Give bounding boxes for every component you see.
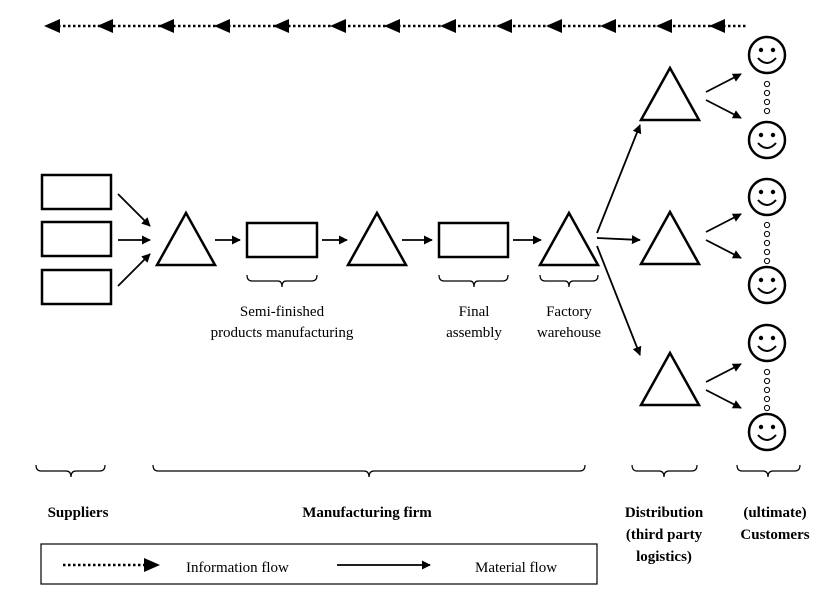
smiley-icon xyxy=(747,323,787,363)
supplier-box xyxy=(40,220,113,258)
legend-information-flow-label: Information flow xyxy=(186,560,289,576)
semi-finished-label: products manufacturing xyxy=(211,325,354,341)
legend-box xyxy=(40,543,598,585)
distribution-triangle xyxy=(638,65,702,122)
warehouse-triangle xyxy=(154,210,218,267)
legend-information-flow-arrowhead xyxy=(144,558,160,572)
manufacturing-firm-label: Manufacturing firm xyxy=(302,505,432,521)
info-arrowhead xyxy=(44,19,60,33)
final-assembly-box xyxy=(437,221,510,259)
smiley-icon xyxy=(747,35,787,75)
information-flow-line xyxy=(44,19,748,33)
factory-warehouse-triangle xyxy=(537,210,601,267)
customer-smiley-icons xyxy=(747,35,787,452)
info-arrowhead xyxy=(214,19,230,33)
warehouse-triangle xyxy=(345,210,409,267)
supplier-box xyxy=(40,173,113,211)
stage-braces xyxy=(246,274,599,288)
distribution-triangle xyxy=(638,350,702,407)
info-arrowhead xyxy=(158,19,174,33)
semi-finished-label: Semi-finished xyxy=(240,304,325,320)
info-arrowhead xyxy=(600,19,616,33)
info-arrowhead xyxy=(440,19,456,33)
distribution-label: logistics) xyxy=(636,549,692,565)
info-arrowhead xyxy=(656,19,672,33)
final-assembly-label: Final xyxy=(459,304,490,320)
customers-label: (ultimate) xyxy=(743,505,806,521)
info-arrowhead xyxy=(330,19,346,33)
supplier-box xyxy=(40,268,113,306)
distribution-triangle xyxy=(638,209,702,266)
final-assembly-label: assembly xyxy=(446,325,502,341)
info-arrowhead xyxy=(709,19,725,33)
factory-warehouse-label: Factory xyxy=(546,304,592,320)
smiley-icon xyxy=(747,265,787,305)
info-arrowhead xyxy=(384,19,400,33)
smiley-icon xyxy=(747,412,787,452)
distribution-label: Distribution xyxy=(625,505,704,521)
info-arrowhead xyxy=(97,19,113,33)
suppliers-label: Suppliers xyxy=(48,505,109,521)
factory-warehouse-label: warehouse xyxy=(537,325,601,341)
info-arrowhead xyxy=(546,19,562,33)
legend: Information flow Material flow xyxy=(40,543,598,585)
legend-material-flow-label: Material flow xyxy=(475,560,557,576)
customer-ellipsis-dots xyxy=(763,80,771,412)
semi-finished-box xyxy=(245,221,319,259)
group-braces xyxy=(35,464,801,478)
smiley-icon xyxy=(747,120,787,160)
material-flow-arrows xyxy=(117,73,742,409)
info-arrowhead xyxy=(496,19,512,33)
info-arrowhead xyxy=(273,19,289,33)
distribution-label: (third party xyxy=(626,527,703,543)
customers-label: Customers xyxy=(740,527,809,543)
smiley-icon xyxy=(747,177,787,217)
